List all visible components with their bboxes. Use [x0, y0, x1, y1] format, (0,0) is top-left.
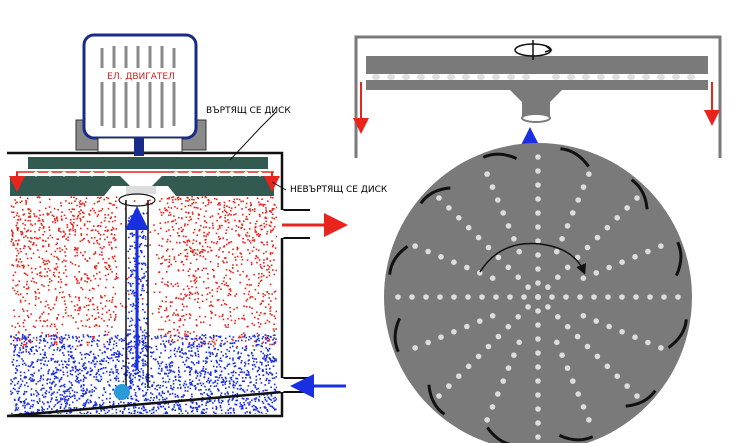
blade [427, 384, 446, 416]
central-tube [114, 193, 156, 400]
hot-water-particles [10, 196, 277, 348]
blade [625, 389, 657, 408]
non-rotating-disk-label: НЕВЪРТЯЩ СЕ ДИСК [290, 185, 388, 195]
rotation-arrow-icon [479, 242, 586, 275]
disk-cross-section [353, 35, 722, 158]
non-rotating-disk-leader [271, 181, 287, 191]
blade [482, 152, 518, 160]
blade [667, 319, 688, 349]
blade [486, 426, 511, 443]
blade [558, 434, 594, 442]
blade [675, 241, 683, 277]
cold-water-particles [10, 210, 277, 414]
blade [419, 186, 451, 205]
blade [388, 245, 409, 275]
blade [560, 147, 590, 168]
motor: ЕЛ. ДВИГАТЕЛ [75, 33, 207, 156]
disk-top-view [384, 143, 692, 443]
tube-inlet [114, 384, 130, 400]
blade [393, 317, 401, 353]
blade [630, 178, 649, 210]
rotating-disk [10, 157, 274, 196]
rotating-disk-leader [229, 111, 277, 161]
rotating-disk-label: ВЪРТЯЩ СЕ ДИСК [206, 106, 291, 116]
tank: ЕЛ. ДВИГАТЕЛ [6, 33, 388, 418]
tank-wall [6, 151, 284, 418]
motor-label: ЕЛ. ДВИГАТЕЛ [107, 72, 175, 82]
rotation-arrow-icon [514, 43, 553, 57]
